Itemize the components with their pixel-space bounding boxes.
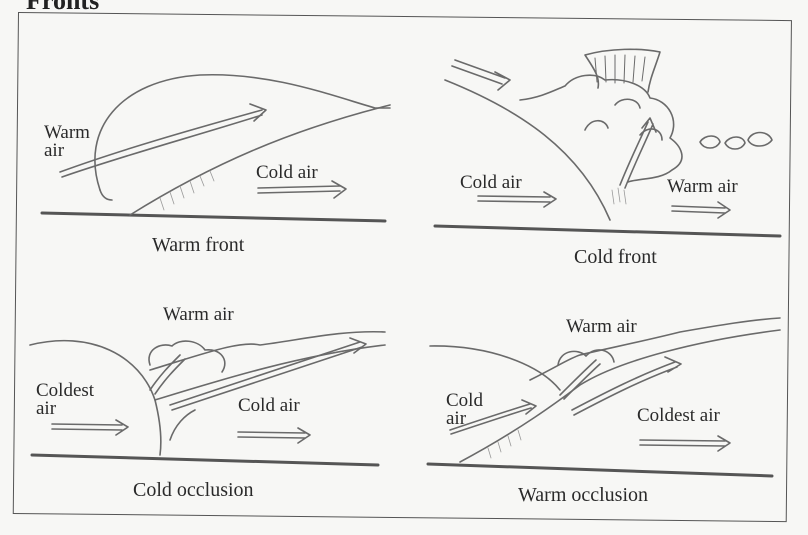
cold-air-arrow (238, 428, 310, 443)
frontal-hatching (160, 171, 214, 210)
rising-arrow (560, 360, 600, 399)
frontal-hatching (612, 188, 626, 204)
warm-air-label: Warm air (44, 124, 90, 160)
cloud-base (100, 190, 112, 200)
coldest-air-arrow (52, 420, 128, 435)
frontal-surface (445, 80, 610, 220)
cold-air-label: Cold air (256, 164, 318, 182)
warm-front-caption: Warm front (152, 236, 244, 254)
small-cold-arrow (170, 410, 195, 440)
frontal-surface (130, 105, 390, 215)
cold-air-arrow (258, 181, 346, 198)
ground-line (428, 464, 772, 476)
occlusion-cloud (558, 350, 614, 365)
ground-line (435, 226, 780, 236)
warm-air-label: Warm air (667, 178, 738, 196)
cold-air-dome (430, 346, 560, 390)
warm-air-arrow-line2 (62, 115, 262, 177)
cold-occlusion-caption: Cold occlusion (133, 481, 254, 499)
cold-front-caption: Cold front (574, 248, 657, 266)
warm-air-label: Warm air (163, 306, 234, 324)
warm-occlusion-caption: Warm occlusion (518, 486, 648, 504)
ground-line (42, 213, 385, 221)
cold-air-label: Cold air (446, 392, 483, 428)
cold-front-panel (435, 49, 780, 236)
warm-air-arrow-line1 (60, 110, 262, 172)
cloud-outline (95, 75, 390, 190)
warm-air-arrow (672, 202, 730, 218)
warm-front-panel (42, 75, 390, 221)
coldest-air-label: Coldest air (36, 382, 94, 418)
cold-air-label: Cold air (238, 397, 300, 415)
cold-air-label: Cold air (460, 174, 522, 192)
cumulonimbus-cloud (520, 75, 682, 182)
coldest-air-label: Coldest air (637, 407, 720, 425)
small-clouds (700, 133, 772, 150)
cold-air-arrow (478, 192, 556, 207)
upper-air-arrow (452, 60, 510, 90)
warm-front-surface (460, 330, 780, 462)
ground-line (32, 455, 378, 465)
coldest-air-arrow (640, 436, 730, 451)
warm-air-label: Warm air (566, 318, 637, 336)
